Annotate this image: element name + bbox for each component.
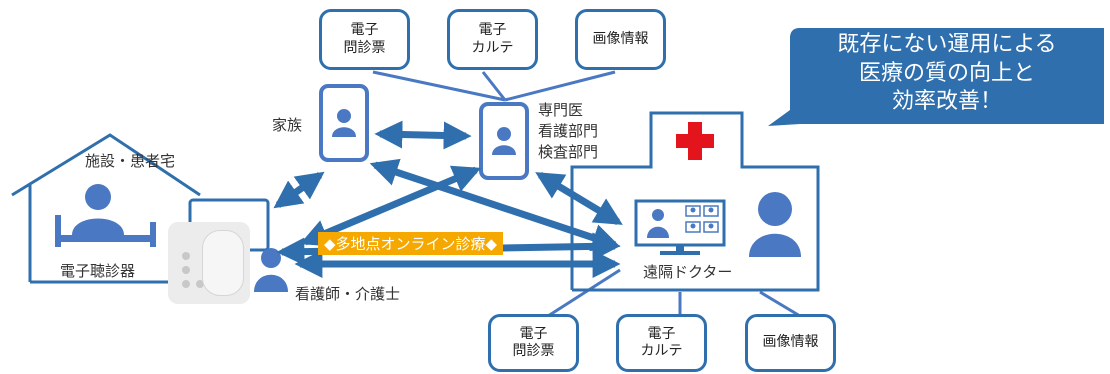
card-line-2: カルテ [471, 39, 514, 56]
doctor-icon [749, 192, 801, 257]
bottom-card-image-info: 画像情報 [745, 314, 836, 372]
card-line-2: カルテ [640, 343, 683, 359]
callout-bubble [768, 28, 1104, 126]
multi-site-banner: ◆多地点オンライン診療◆ [318, 232, 504, 255]
bottom-card-medical-record: 電子 カルテ [616, 314, 707, 372]
connector-lines [372, 70, 801, 318]
top-card-questionnaire: 電子 問診票 [319, 9, 410, 70]
callout-line-2: 医療の質の向上と [858, 60, 1035, 86]
card-line-1: 画像情報 [762, 334, 819, 351]
video-conference-icon [634, 199, 726, 255]
nurse-label: 看護師・介護士 [295, 285, 401, 303]
card-line-1: 画像情報 [592, 30, 649, 47]
card-line-1: 電子 [647, 325, 676, 342]
card-line-1: 電子 [478, 22, 507, 38]
specialist-label-3: 検査部門 [538, 143, 599, 161]
bottom-card-questionnaire: 電子 問診票 [488, 314, 579, 372]
card-line-1: 電子 [519, 325, 548, 342]
family-label: 家族 [272, 116, 303, 134]
stethoscope-device-photo [168, 222, 250, 304]
callout-line-3: 効率改善！ [891, 89, 1002, 115]
specialist-phone-icon [479, 102, 529, 180]
remote-doctor-label: 遠隔ドクター [643, 263, 733, 281]
card-line-1: 電子 [350, 22, 379, 38]
top-card-medical-record: 電子 カルテ [447, 9, 538, 70]
card-line-2: 問診票 [512, 343, 555, 359]
callout-text: 既存にない運用による 医療の質の向上と 効率改善！ [797, 31, 1097, 117]
callout-line-1: 既存にない運用による [837, 32, 1057, 57]
patient-in-bed-icon [55, 184, 156, 247]
specialist-label-2: 看護部門 [538, 122, 599, 140]
top-card-image-info: 画像情報 [575, 9, 666, 70]
stethoscope-label: 電子聴診器 [60, 262, 136, 280]
hospital-cross-icon [676, 122, 714, 160]
family-phone-icon [319, 84, 369, 162]
card-line-2: 問診票 [343, 39, 386, 56]
facility-label: 施設・患者宅 [85, 152, 176, 170]
house-outline [11, 133, 201, 284]
specialist-label-1: 専門医 [538, 101, 584, 119]
nurse-icon [254, 248, 288, 292]
